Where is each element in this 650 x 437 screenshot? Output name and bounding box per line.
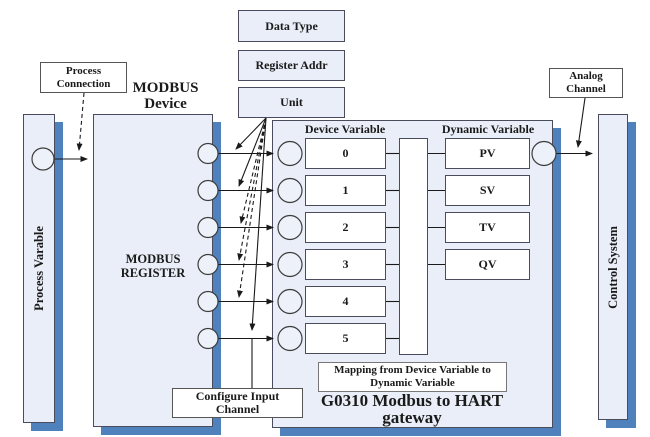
dynamic-variable-cell: QV bbox=[445, 249, 530, 280]
device-variable-4: 4 bbox=[342, 294, 349, 308]
gateway-title: G0310 Modbus to HART gateway bbox=[320, 391, 504, 427]
device-variable-cell: 0 bbox=[305, 138, 386, 169]
register-addr-label: Register Addr bbox=[255, 58, 328, 72]
dynamic-variable-pv: PV bbox=[479, 146, 496, 160]
device-variable-3: 3 bbox=[342, 257, 349, 271]
device-variable-1: 1 bbox=[342, 183, 349, 197]
modbus-register-label: MODBUS REGISTER bbox=[120, 252, 186, 280]
analog-channel-box: Analog Channel bbox=[549, 68, 623, 98]
process-connection-box: Process Connection bbox=[40, 62, 127, 93]
configure-input-channel-label: Configure Input Channel bbox=[195, 389, 280, 416]
device-variable-0: 0 bbox=[342, 146, 349, 160]
device-variable-cell: 1 bbox=[305, 175, 386, 206]
unit-fan-arrow-1 bbox=[238, 117, 267, 187]
device-variable-cell: 5 bbox=[305, 323, 386, 354]
analog-channel-label: Analog Channel bbox=[566, 70, 606, 95]
process-variable-label: Process Varable bbox=[31, 226, 46, 311]
mapping-note-box: Mapping from Device Variable to Dynamic … bbox=[318, 362, 507, 392]
dynamic-variable-tv: TV bbox=[479, 220, 496, 234]
mapping-connector-column bbox=[399, 138, 428, 355]
data-type-label: Data Type bbox=[265, 18, 318, 33]
unit-fan-arrow-3 bbox=[237, 117, 267, 261]
dynamic-variable-cell: PV bbox=[445, 138, 530, 169]
unit-fan-arrow-5 bbox=[249, 117, 267, 331]
mapping-note-label: Mapping from Device Variable to Dynamic … bbox=[334, 364, 491, 389]
process-variable-bar: Process Varable bbox=[23, 114, 55, 423]
dynamic-variable-sv: SV bbox=[479, 183, 496, 197]
device-variable-cell: 3 bbox=[305, 249, 386, 280]
process-connection-label: Process Connection bbox=[56, 64, 111, 90]
analog-channel-leader-arrow bbox=[575, 97, 586, 148]
modbus-device-box bbox=[93, 114, 213, 427]
device-variable-5: 5 bbox=[342, 331, 349, 345]
device-variable-cell: 4 bbox=[305, 286, 386, 317]
process-connection-leader-arrow bbox=[76, 92, 85, 151]
device-variable-cell: 2 bbox=[305, 212, 386, 243]
data-type-box: Data Type bbox=[238, 10, 345, 42]
unit-label: Unit bbox=[280, 95, 303, 109]
modbus-device-title: MODBUS Device bbox=[132, 80, 199, 112]
unit-box: Unit bbox=[238, 87, 345, 118]
dynamic-variable-cell: SV bbox=[445, 175, 530, 206]
dynamic-variable-cell: TV bbox=[445, 212, 530, 243]
device-variable-header: Device Variable bbox=[304, 122, 386, 136]
unit-fan-arrow-0 bbox=[235, 117, 267, 150]
dynamic-variable-header: Dynamic Variable bbox=[441, 122, 535, 136]
dynamic-variable-qv: QV bbox=[478, 257, 497, 271]
unit-fan-arrow-2 bbox=[239, 117, 267, 224]
configure-input-channel-box: Configure Input Channel bbox=[172, 388, 303, 418]
control-system-label: Control System bbox=[605, 225, 620, 309]
device-variable-2: 2 bbox=[342, 220, 349, 234]
unit-fan-arrow-4 bbox=[237, 117, 267, 298]
control-system-bar: Control System bbox=[598, 114, 628, 420]
register-addr-box: Register Addr bbox=[238, 50, 345, 81]
